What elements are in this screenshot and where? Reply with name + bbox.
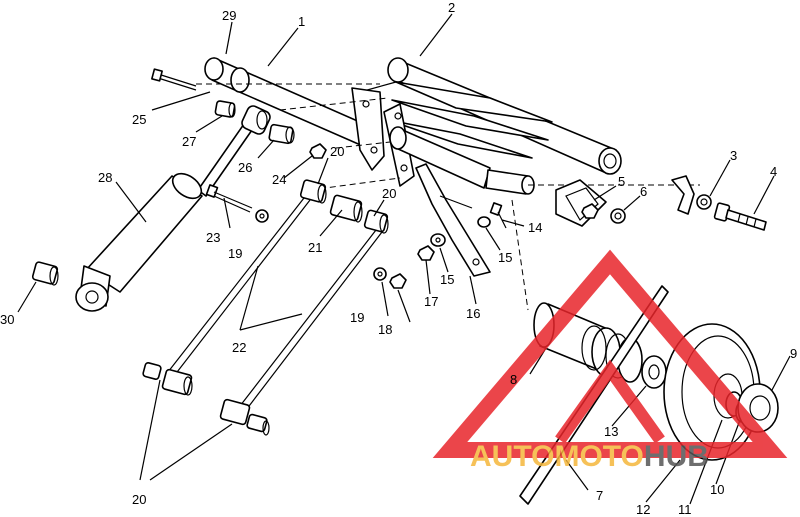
- callout-14: 14: [528, 220, 542, 235]
- part-6-washer: [610, 208, 626, 224]
- part-20-spacer-lower-left: [142, 362, 193, 396]
- callout-20-mid: 20: [382, 186, 396, 201]
- callout-12: 12: [636, 502, 650, 517]
- callout-2: 2: [448, 0, 455, 15]
- part-15-washer-right: [477, 216, 491, 228]
- part-1-front-tube: [204, 57, 379, 151]
- callout-15-right: 15: [498, 250, 512, 265]
- callout-28: 28: [98, 170, 112, 185]
- part-20-spacer-right: [363, 209, 389, 234]
- callout-4: 4: [770, 164, 777, 179]
- callout-17: 17: [424, 294, 438, 309]
- part-28-shock-absorber: [75, 105, 271, 312]
- callout-25: 25: [132, 112, 146, 127]
- callout-5: 5: [618, 174, 625, 189]
- part-22-link-arms: [167, 197, 383, 411]
- svg-text:AUTOMOTOHUB: AUTOMOTOHUB: [470, 440, 709, 473]
- automotohub-watermark: AUTOMOTOHUB: [432, 249, 788, 473]
- callout-10: 10: [710, 482, 724, 497]
- watermark-text-prefix: AUTOMOTO: [470, 440, 644, 473]
- logo-inner-peak: [555, 359, 665, 444]
- callout-22: 22: [232, 340, 246, 355]
- part-15-washer-left: [430, 233, 446, 247]
- part-26-bushing: [268, 123, 295, 145]
- callout-20-bottom: 20: [132, 492, 146, 507]
- part-17-nut: [417, 245, 435, 261]
- part-20-leader-lines: [139, 379, 233, 481]
- callout-18: 18: [378, 322, 392, 337]
- callout-11: 11: [678, 502, 692, 517]
- callout-26: 26: [238, 160, 252, 175]
- part-18-nut: [389, 273, 407, 289]
- callout-9: 9: [790, 346, 797, 361]
- part-25-bolt: [151, 68, 197, 91]
- part-19-washer-upper: [255, 209, 269, 223]
- part-5-adjuster-block: [555, 179, 607, 227]
- callout-7: 7: [596, 488, 603, 503]
- main-axle-tube: [351, 87, 700, 195]
- callout-23: 23: [206, 230, 220, 245]
- part-13-washer: [641, 355, 667, 389]
- part-16-bracket: [415, 163, 491, 277]
- callout-3: 3: [730, 148, 737, 163]
- callout-16: 16: [466, 306, 480, 321]
- part-19-washer-lower: [373, 267, 387, 281]
- part-4-bolt: [713, 202, 767, 231]
- part-30-bushing: [31, 261, 59, 286]
- callout-1: 1: [298, 14, 305, 29]
- callout-24: 24: [272, 172, 286, 187]
- callout-19-upper: 19: [228, 246, 242, 261]
- watermark-text-suffix: HUB: [644, 440, 709, 473]
- logo-outer-triangle: [432, 249, 788, 458]
- callout-20-top: 20: [330, 144, 344, 159]
- part-24-nut: [309, 143, 327, 159]
- part-14-bolt: [489, 202, 507, 229]
- callout-6: 6: [640, 184, 647, 199]
- part-20-spacer-lower-right: [219, 398, 270, 436]
- callout-30: 30: [0, 312, 14, 327]
- callout-8: 8: [510, 372, 517, 387]
- callout-15-left: 15: [440, 272, 454, 287]
- part-3-retainer: [671, 175, 712, 215]
- callout-27: 27: [182, 134, 196, 149]
- watermark-triangle-logo: [432, 249, 788, 458]
- callout-19-lower: 19: [350, 310, 364, 325]
- callout-29: 29: [222, 8, 236, 23]
- part-27-bushing: [214, 100, 236, 118]
- swing-arm-frame: [359, 81, 553, 159]
- part-23-bolt: [205, 184, 253, 213]
- callout-21: 21: [308, 240, 322, 255]
- callout-13: 13: [604, 424, 618, 439]
- part-20-spacer-upper: [299, 179, 327, 204]
